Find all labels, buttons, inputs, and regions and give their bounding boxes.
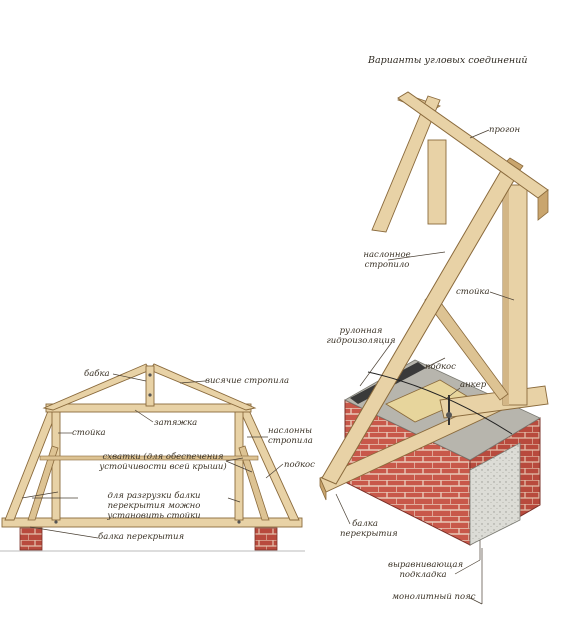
left-strut (27, 445, 59, 521)
floor-beam (1, 517, 303, 528)
label-zatyazhka: затяжка (154, 418, 198, 428)
label-naslonnoe-stropilo: наслонное стропило (363, 250, 411, 270)
label-stoyka-left: стойка (72, 428, 106, 438)
monolithic-belt (469, 442, 521, 546)
label-balka-right: балка перекрытия (340, 519, 398, 539)
label-monolitny-poyas: монолитный пояс (392, 592, 476, 602)
right-upper-rafter (149, 363, 257, 411)
label-dlya-razgruzki: для разгрузки балки перекрытия можно уст… (107, 491, 201, 521)
upper-post-3d (427, 139, 447, 225)
right-leader-lines (335, 129, 515, 605)
label-visyachie-stropila: висячие стропила (205, 376, 290, 386)
label-vyravnivayushchaya-podkladka: выравнивающая подкладка (388, 560, 464, 580)
king-post (145, 365, 155, 407)
diagram-title: Варианты угловых соединений (368, 55, 528, 66)
left-leader-lines (21, 373, 284, 539)
label-naslonnye-stropila: наслонны стропила (268, 426, 313, 446)
label-stoyka-right: стойка (456, 287, 490, 297)
right-brick-pier (254, 527, 278, 551)
label-babka: бабка (84, 369, 110, 379)
right-strut (238, 445, 270, 521)
label-progon: прогон (489, 125, 521, 135)
label-rulonnaya-gidroizolyatsiya: рулонная гидроизоляция (326, 326, 396, 346)
label-podkos-right: подкос (425, 362, 456, 372)
label-skhvatki: схватки (для обеспечения устойчивости вс… (99, 452, 227, 472)
left-brick-pier (19, 527, 43, 551)
label-balka-left: балка перекрытия (98, 532, 185, 542)
label-anker: анкер (460, 380, 487, 390)
upper-rafter-3d (371, 95, 441, 233)
corner-joint-drawing (319, 91, 549, 605)
left-post (51, 409, 61, 521)
mansard-truss-drawing (0, 363, 305, 552)
collar-tie (39, 455, 259, 461)
label-podkos-left: подкос (284, 460, 315, 470)
